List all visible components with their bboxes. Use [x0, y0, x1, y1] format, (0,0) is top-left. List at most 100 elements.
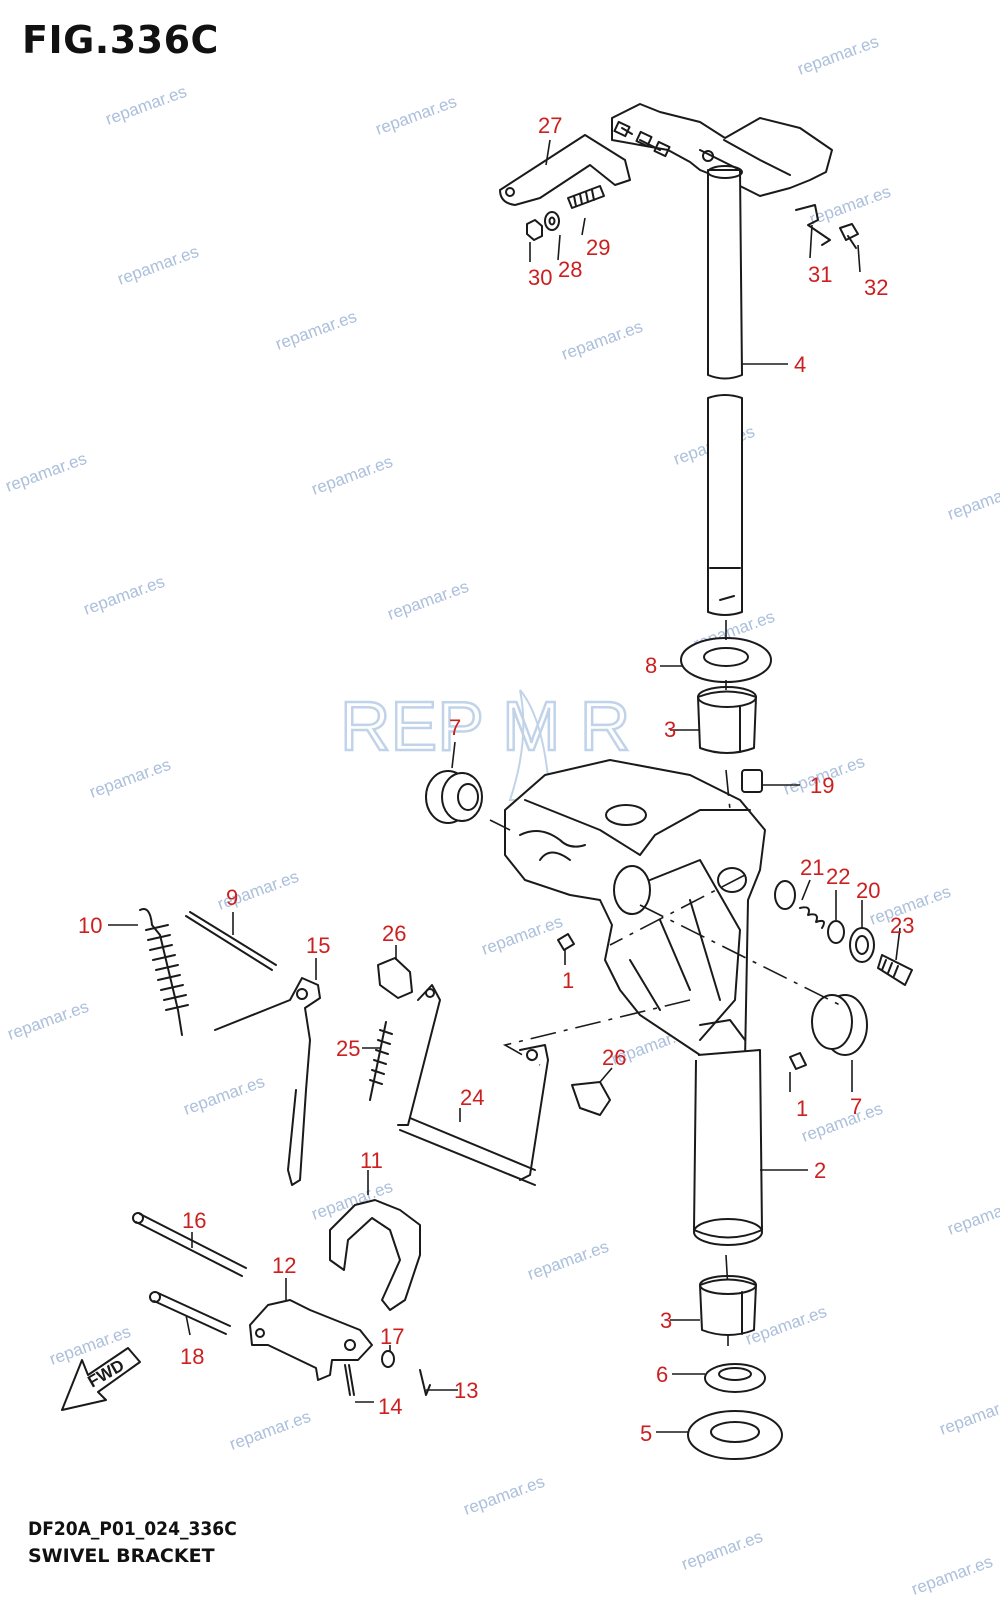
callout-1-right: 1: [796, 1096, 808, 1121]
watermark: repamar.es: [807, 182, 893, 229]
callout-10: 10: [78, 913, 102, 938]
cotter-pin-13: [419, 1369, 431, 1396]
bolt-32: [839, 223, 859, 249]
bushing-3-lower: [699, 1275, 757, 1336]
callout-23: 23: [890, 913, 914, 938]
nut-30: [526, 219, 543, 241]
bracket-12: [249, 1299, 373, 1381]
callout-26-lower: 26: [602, 1045, 626, 1070]
callout-30: 30: [528, 265, 552, 290]
callout-7-right: 7: [850, 1094, 862, 1119]
swivel-tube-2: [693, 1049, 763, 1246]
callout-8: 8: [645, 653, 657, 678]
bushing-7-left: [425, 770, 483, 824]
figure-name: SWIVEL BRACKET: [28, 1545, 215, 1567]
watermark: repamar.es: [181, 1072, 267, 1119]
pad-19: [741, 769, 763, 793]
swivel-bracket-body: [504, 759, 766, 1081]
callout-15: 15: [306, 933, 330, 958]
watermark: repamar.es: [525, 1237, 611, 1284]
watermark: repamar.es: [3, 449, 89, 496]
washer-8: [680, 637, 772, 683]
callout-3-lower: 3: [660, 1308, 672, 1333]
callout-18: 18: [180, 1344, 204, 1369]
washer-17: [381, 1350, 395, 1368]
callouts: 27 29 28 30 31 32 4 8 3 7 19 21 22 20 23…: [78, 113, 914, 1446]
callout-1-left: 1: [562, 968, 574, 993]
watermark: repamar.es: [385, 577, 471, 624]
axis-line: [502, 999, 691, 1066]
repamar-logo: REP M R: [339, 686, 632, 801]
pin-18: [149, 1291, 231, 1335]
callout-19: 19: [810, 773, 834, 798]
leader-lines: [108, 139, 901, 1433]
watermark: repamar.es: [679, 1527, 765, 1574]
bolt-23: [877, 954, 913, 986]
watermark: repamar.es: [227, 1407, 313, 1454]
callout-22: 22: [826, 864, 850, 889]
bushing-ring: [774, 880, 796, 910]
grease-nipple-1a: [557, 933, 575, 951]
callout-13: 13: [454, 1378, 478, 1403]
callout-16: 16: [182, 1208, 206, 1233]
tilt-lever-24: [397, 984, 549, 1186]
watermark: repamar.es: [5, 997, 91, 1044]
callout-9: 9: [226, 885, 238, 910]
stud-bolt-29: [567, 185, 605, 209]
watermark-layer: repamar.es repamar.es repamar.es repamar…: [3, 32, 1000, 1599]
watermark: repamar.es: [373, 92, 459, 139]
clamp-11: [329, 1199, 421, 1311]
axis-line: [639, 904, 841, 1006]
callout-32: 32: [864, 275, 888, 300]
watermark: repamar.es: [81, 572, 167, 619]
washer-5: [687, 1410, 783, 1460]
callout-7-left: 7: [449, 715, 461, 740]
cotter-pin-14: [344, 1364, 355, 1396]
bolt-26b: [571, 1081, 611, 1116]
watermark: repamar.es: [945, 477, 1000, 524]
watermark: repamar.es: [115, 242, 201, 289]
callout-21: 21: [800, 855, 824, 880]
watermark: repamar.es: [795, 32, 881, 79]
watermark: repamar.es: [461, 1472, 547, 1519]
rod-9: [185, 911, 277, 971]
plunger-20: [849, 927, 875, 963]
callout-6: 6: [656, 1362, 668, 1387]
watermark: repamar.es: [559, 317, 645, 364]
watermark: repamar.es: [273, 307, 359, 354]
figure-title: FIG.336C: [22, 18, 219, 62]
lever-15: [214, 977, 321, 1186]
callout-20: 20: [856, 878, 880, 903]
spring-10: [139, 908, 189, 1036]
callout-27: 27: [538, 113, 562, 138]
axis-line: [609, 874, 746, 946]
callout-3-upper: 3: [664, 717, 676, 742]
callout-12: 12: [272, 1253, 296, 1278]
watermark: repamar.es: [909, 1552, 995, 1599]
callout-24: 24: [460, 1085, 484, 1110]
watermark: repamar.es: [799, 1099, 885, 1146]
callout-14: 14: [378, 1394, 402, 1419]
callout-25: 25: [336, 1036, 360, 1061]
steering-shaft: [707, 165, 743, 616]
clip-31: [795, 204, 831, 246]
callout-29: 29: [586, 235, 610, 260]
washer-22: [827, 920, 845, 944]
callout-11: 11: [360, 1148, 383, 1173]
watermark: repamar.es: [103, 82, 189, 129]
washer-28: [544, 211, 560, 231]
bushing-3-upper: [697, 686, 757, 754]
watermark: repamar.es: [945, 1192, 1000, 1239]
callout-2: 2: [814, 1158, 826, 1183]
axis-line: [725, 620, 731, 811]
steering-bracket-upper: [611, 103, 833, 197]
bolt-26a: [377, 957, 413, 999]
callout-26-upper: 26: [382, 921, 406, 946]
bushing-7-right: [811, 994, 868, 1056]
spring-25: [369, 1021, 393, 1101]
axis-line: [489, 819, 511, 831]
pin-16: [132, 1212, 247, 1277]
watermark: repamar.es: [87, 755, 173, 802]
callout-17: 17: [380, 1324, 404, 1349]
